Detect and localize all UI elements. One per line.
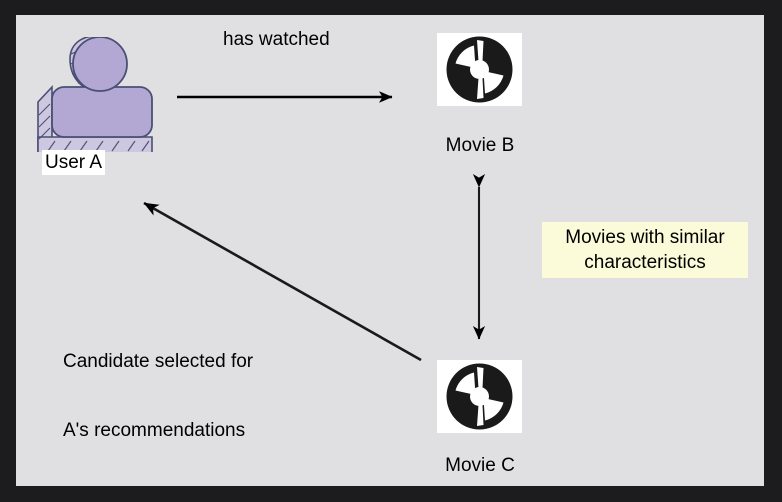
compact-disc-icon: [446, 36, 513, 103]
edge-label-candidate-line-2: A's recommendations: [63, 420, 246, 441]
similarity-callout: Movies with similar characteristics: [542, 222, 748, 278]
user-label: User A: [42, 150, 106, 175]
similarity-callout-line-1: Movies with similar: [565, 227, 725, 248]
movie-c-tile[interactable]: [437, 360, 522, 433]
movie-c-label: Movie C: [445, 455, 515, 476]
diagram-canvas: User A Movie B: [16, 15, 764, 486]
user-avatar-3d-icon: [34, 37, 154, 152]
movie-b-tile[interactable]: [437, 33, 522, 106]
edge-label-candidate-line-1: Candidate selected for: [63, 351, 254, 372]
compact-disc-icon: [446, 363, 513, 430]
edge-label-has-watched: has watched: [223, 29, 330, 50]
edge-label-candidate: Candidate selected for A's recommendatio…: [63, 304, 253, 486]
similarity-callout-line-2: characteristics: [584, 252, 706, 273]
movie-b-label: Movie B: [445, 135, 515, 156]
